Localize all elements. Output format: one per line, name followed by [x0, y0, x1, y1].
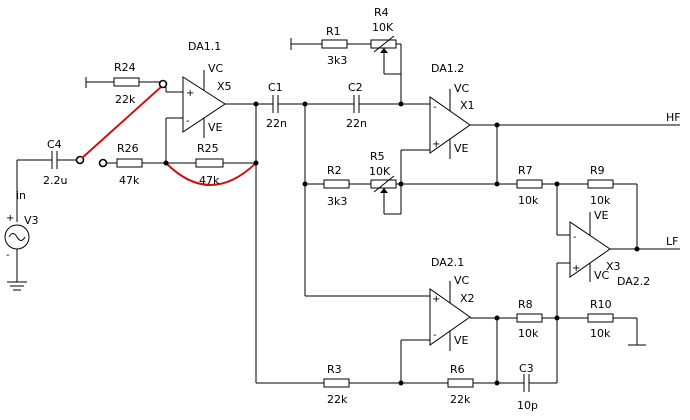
ref-x2: X2 — [460, 292, 475, 305]
supply-ve-da2-2: VE — [594, 209, 609, 222]
value-r10: 10k — [590, 327, 611, 340]
label-node-in: in — [16, 189, 26, 202]
value-r24: 22k — [115, 93, 136, 106]
output-lf: LF — [666, 235, 678, 248]
value-c2: 22n — [346, 117, 367, 130]
label-c2: C2 — [348, 81, 363, 94]
label-r10: R10 — [590, 298, 612, 311]
value-r5: 10K — [369, 165, 391, 178]
label-da1-2: DA1.2 — [431, 62, 464, 75]
resistor-r7: R7 10k — [497, 164, 588, 207]
supply-ve-da2-1: VE — [454, 334, 469, 347]
label-c4: C4 — [47, 138, 62, 151]
label-r6: R6 — [450, 363, 465, 376]
label-r7: R7 — [518, 164, 533, 177]
label-r8: R8 — [518, 298, 533, 311]
label-r26: R26 — [117, 142, 139, 155]
capacitor-c4: C4 2.2u — [17, 138, 85, 187]
supply-vc-da2-1: VC — [454, 274, 470, 287]
svg-text:+: + — [432, 139, 440, 150]
label-r1: R1 — [326, 25, 341, 38]
supply-ve-da1-1: VE — [208, 121, 223, 134]
svg-text:-: - — [573, 232, 577, 243]
ref-x3: X3 — [606, 260, 621, 273]
source-v3: + - V3 in — [4, 160, 39, 291]
value-c4: 2.2u — [43, 174, 67, 187]
supply-vc-da2-2: VC — [594, 269, 610, 282]
potentiometer-r5: R5 10K — [369, 150, 497, 215]
label-r4: R4 — [374, 6, 389, 19]
resistor-r10: R10 10k — [587, 298, 646, 346]
label-r24: R24 — [114, 61, 136, 74]
value-r1: 3k3 — [327, 54, 347, 67]
label-da2-1: DA2.1 — [431, 256, 464, 269]
svg-text:+: + — [432, 294, 440, 305]
label-r3: R3 — [327, 363, 342, 376]
value-r2: 3k3 — [327, 195, 347, 208]
label-r5: R5 — [370, 150, 385, 163]
resistor-r25: R25 47k — [166, 142, 259, 187]
resistor-r1: R1 3k3 — [290, 25, 371, 67]
capacitor-c3: C3 10p — [497, 318, 558, 412]
value-r8: 10k — [518, 327, 539, 340]
resistor-r26: R26 47k — [98, 142, 169, 187]
resistor-r3: R3 22k — [256, 363, 404, 406]
svg-text:-: - — [6, 250, 10, 261]
label-r25: R25 — [197, 142, 219, 155]
svg-text:-: - — [433, 102, 437, 113]
supply-ve-da1-2: VE — [454, 142, 469, 155]
ref-x5: X5 — [217, 80, 232, 93]
opamp-da1-1: + - DA1.1 VC VE X5 — [182, 40, 232, 138]
value-c3: 10p — [517, 399, 538, 412]
value-r3: 22k — [327, 393, 348, 406]
opamp-da2-2: - + VE VC X3 DA2.2 — [569, 209, 650, 288]
jumper-wire — [81, 86, 162, 159]
output-hf: HF — [666, 111, 681, 124]
supply-vc-da1-1: VC — [208, 62, 224, 75]
svg-text:+: + — [186, 88, 194, 99]
jumper-wire-r25 — [165, 162, 257, 186]
resistor-r2: R2 3k3 — [305, 164, 371, 208]
svg-text:+: + — [572, 263, 580, 274]
value-c1: 22n — [266, 117, 287, 130]
capacitor-c2: C2 22n — [305, 81, 404, 130]
value-r9: 10k — [590, 194, 611, 207]
supply-vc-da1-2: VC — [454, 82, 470, 95]
value-r26: 47k — [119, 174, 140, 187]
label-r2: R2 — [327, 164, 342, 177]
label-v3: V3 — [24, 214, 39, 227]
resistor-r6: R6 22k — [401, 363, 500, 406]
resistor-r24: R24 22k — [85, 61, 168, 106]
label-c3: C3 — [519, 362, 534, 375]
capacitor-c1: C1 22n — [256, 81, 305, 130]
svg-text:-: - — [433, 330, 437, 341]
resistor-r9: R9 10k — [587, 164, 638, 249]
ref-x1: X1 — [460, 99, 475, 112]
label-da2-2: DA2.2 — [617, 275, 650, 288]
svg-text:-: - — [186, 116, 190, 127]
value-r25: 47k — [199, 174, 220, 187]
potentiometer-r4: R4 10K — [370, 6, 402, 104]
label-da1-1: DA1.1 — [188, 40, 221, 53]
svg-text:+: + — [6, 213, 14, 224]
opamp-da2-1: + - DA2.1 VC VE X2 — [429, 256, 475, 351]
value-r7: 10k — [518, 194, 539, 207]
value-r4: 10K — [372, 21, 394, 34]
label-r9: R9 — [590, 164, 605, 177]
opamp-da1-2: - + DA1.2 VC VE X1 — [429, 62, 475, 159]
label-c1: C1 — [268, 81, 283, 94]
value-r6: 22k — [450, 393, 471, 406]
resistor-r8: R8 10k — [516, 298, 588, 340]
